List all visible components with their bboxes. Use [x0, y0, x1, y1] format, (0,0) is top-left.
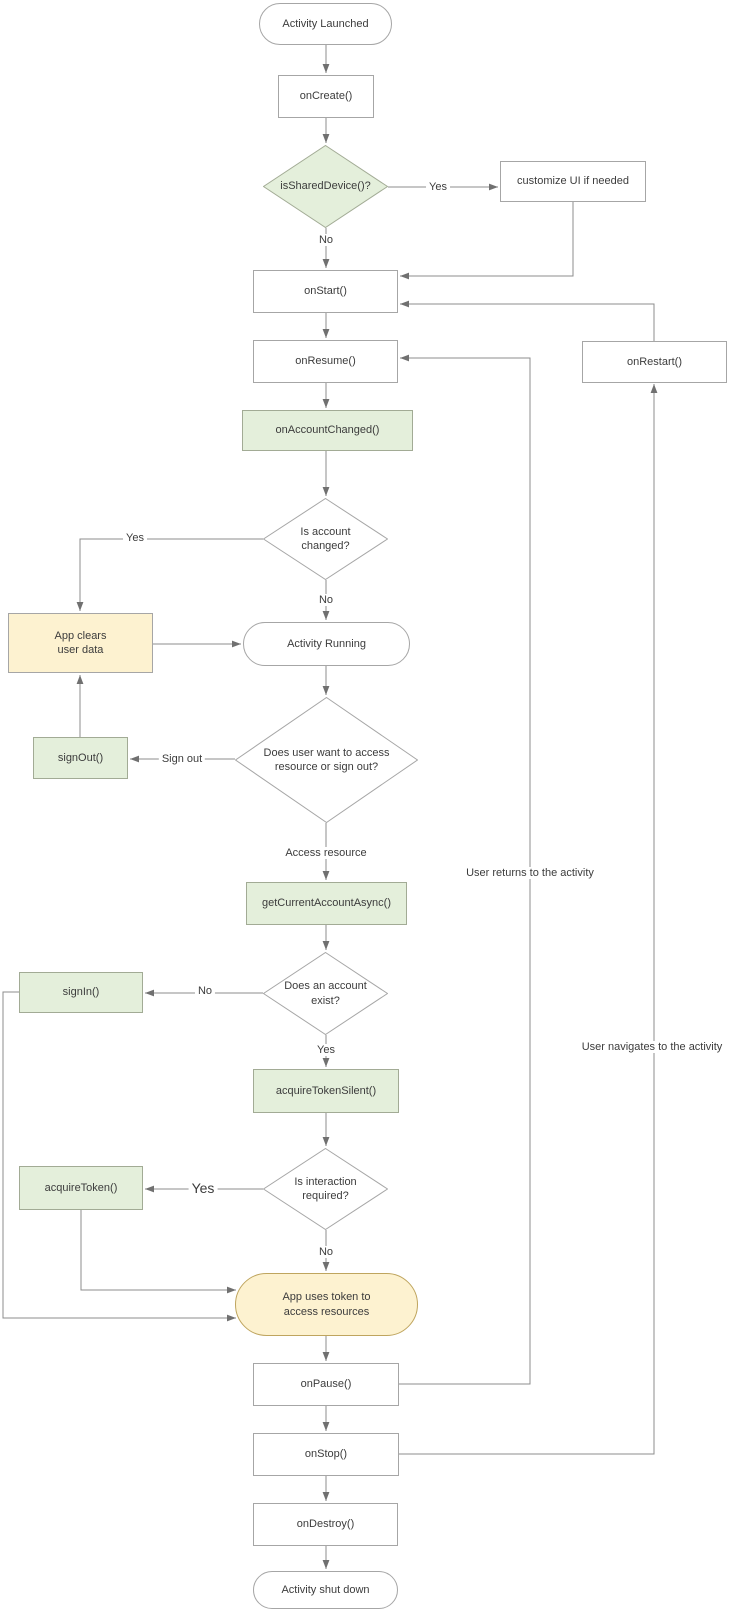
node-getcurrentaccountasync: getCurrentAccountAsync(): [246, 882, 407, 925]
arrowhead-account-exists-to-signin: [145, 989, 154, 997]
node-is-shared-device: isSharedDevice()?: [263, 145, 388, 228]
node-label-onrestart: onRestart(): [626, 355, 683, 368]
node-label-onstop: onStop(): [304, 1448, 348, 1461]
node-interaction-required: Is interaction required?: [263, 1148, 388, 1230]
decision-diamond-shape: [263, 498, 388, 580]
arrowhead-signin-to-app-uses-token: [227, 1314, 236, 1322]
edge-label-no-account-exists: No: [194, 985, 216, 997]
node-acquiretoken: acquireToken(): [19, 1166, 143, 1210]
edge-label-sign-out: Sign out: [158, 753, 206, 765]
edge-label-yes-account-exists: Yes: [314, 1044, 338, 1056]
node-signout: signOut(): [33, 737, 128, 779]
arrowhead-is-account-changed-to-app-clears-user-data: [76, 602, 84, 611]
arrowhead-onpause-to-onstop: [322, 1422, 330, 1431]
edge-label-user-returns: User returns to the activity: [463, 867, 597, 879]
arrowhead-is-shared-device-to-onstart: [322, 259, 330, 268]
edge-onstop-to-onrestart: [399, 384, 655, 1455]
arrowhead-signout-to-app-clears-user-data: [76, 675, 84, 684]
node-onpause: onPause(): [253, 1363, 399, 1406]
arrowhead-getcurrentaccountasync-to-account-exists: [322, 941, 330, 950]
node-label-acquiretoken: acquireToken(): [44, 1181, 118, 1194]
node-onstart: onStart(): [253, 270, 398, 313]
arrowhead-onstop-to-onrestart: [650, 384, 658, 393]
node-signin: signIn(): [19, 972, 143, 1013]
node-account-exists: Does an account exist?: [263, 952, 388, 1035]
edge-label-no-shared-device: No: [315, 234, 337, 246]
arrowhead-activity-launched-to-oncreate: [322, 64, 330, 73]
edge-label-access-resource: Access resource: [282, 847, 370, 859]
arrowhead-want-access-or-signout-to-getcurrentaccountasync: [322, 871, 330, 880]
decision-diamond-shape: [263, 1148, 388, 1230]
node-want-access-or-signout: Does user want to access resource or sig…: [235, 697, 418, 823]
node-onstop: onStop(): [253, 1433, 399, 1476]
node-customize-ui: customize UI if needed: [500, 161, 646, 202]
arrowhead-is-shared-device-to-customize-ui: [489, 183, 498, 191]
node-label-onpause: onPause(): [300, 1378, 352, 1391]
node-app-clears-user-data: App clears user data: [8, 613, 153, 673]
node-label-app-uses-token: App uses token to access resources: [282, 1291, 371, 1318]
node-oncreate: onCreate(): [278, 75, 374, 118]
arrowhead-oncreate-to-is-shared-device: [322, 134, 330, 143]
arrowhead-interaction-required-to-acquiretoken: [145, 1185, 154, 1193]
arrowhead-onstop-to-ondestroy: [322, 1492, 330, 1501]
node-activity-shut-down: Activity shut down: [253, 1571, 398, 1609]
edge-onrestart-to-onstart: [400, 303, 655, 341]
node-activity-running: Activity Running: [243, 622, 410, 666]
decision-diamond-shape: [263, 145, 388, 228]
edge-label-user-navigates: User navigates to the activity: [578, 1041, 726, 1053]
arrowhead-account-exists-to-acquiretokensilent: [322, 1058, 330, 1067]
node-activity-launched: Activity Launched: [259, 3, 392, 45]
node-ondestroy: onDestroy(): [253, 1503, 398, 1546]
node-label-oncreate: onCreate(): [299, 90, 353, 103]
node-label-customize-ui: customize UI if needed: [517, 175, 629, 188]
arrowhead-interaction-required-to-app-uses-token: [322, 1262, 330, 1271]
edge-label-no-account-changed: No: [315, 594, 337, 606]
edge-label-yes-shared-device: Yes: [426, 181, 450, 193]
node-label-activity-running: Activity Running: [287, 637, 366, 650]
node-label-onstart: onStart(): [304, 285, 347, 298]
arrowhead-onaccountchanged-to-is-account-changed: [322, 487, 330, 496]
node-onrestart: onRestart(): [582, 341, 727, 383]
node-onresume: onResume(): [253, 340, 398, 383]
node-app-uses-token: App uses token to access resources: [235, 1273, 418, 1336]
node-label-getcurrentaccountasync: getCurrentAccountAsync(): [262, 897, 391, 910]
arrowhead-activity-running-to-want-access-or-signout: [322, 686, 330, 695]
arrowhead-want-access-or-signout-to-signout: [130, 755, 139, 763]
decision-diamond-shape: [263, 952, 388, 1035]
decision-diamond-shape: [235, 697, 418, 823]
arrowhead-customize-ui-to-onstart: [400, 272, 409, 280]
node-label-activity-shut-down: Activity shut down: [281, 1583, 370, 1596]
edge-acquiretoken-to-app-uses-token: [80, 1210, 236, 1291]
node-label-app-clears-user-data: App clears user data: [54, 629, 107, 656]
node-label-signout: signOut(): [57, 751, 104, 764]
arrowhead-onstart-to-onresume: [322, 329, 330, 338]
edge-label-no-interaction-required: No: [315, 1246, 337, 1258]
node-label-onresume: onResume(): [295, 355, 356, 368]
arrowhead-acquiretoken-to-app-uses-token: [227, 1286, 236, 1294]
node-acquiretokensilent: acquireTokenSilent(): [253, 1069, 399, 1113]
node-label-activity-launched: Activity Launched: [282, 17, 369, 30]
arrowhead-is-account-changed-to-activity-running: [322, 611, 330, 620]
arrowhead-acquiretokensilent-to-interaction-required: [322, 1137, 330, 1146]
node-label-ondestroy: onDestroy(): [296, 1518, 355, 1531]
arrowhead-onresume-to-onaccountchanged: [322, 399, 330, 408]
node-label-onaccountchanged: onAccountChanged(): [275, 424, 380, 437]
edge-signin-to-app-uses-token: [2, 991, 236, 1319]
node-is-account-changed: Is account changed?: [263, 498, 388, 580]
node-label-signin: signIn(): [62, 986, 100, 999]
arrowhead-onpause-to-onresume: [400, 354, 409, 362]
node-label-acquiretokensilent: acquireTokenSilent(): [275, 1084, 377, 1097]
edge-customize-ui-to-onstart: [400, 202, 574, 277]
arrowhead-ondestroy-to-activity-shut-down: [322, 1560, 330, 1569]
arrowhead-app-uses-token-to-onpause: [322, 1352, 330, 1361]
node-onaccountchanged: onAccountChanged(): [242, 410, 413, 451]
arrowhead-onrestart-to-onstart: [400, 300, 409, 308]
edge-label-yes-interaction-required: Yes: [188, 1180, 218, 1196]
edge-label-yes-account-changed: Yes: [123, 532, 147, 544]
edge-is-account-changed-to-app-clears-user-data: [79, 538, 263, 611]
arrowhead-app-clears-user-data-to-activity-running: [232, 640, 241, 648]
